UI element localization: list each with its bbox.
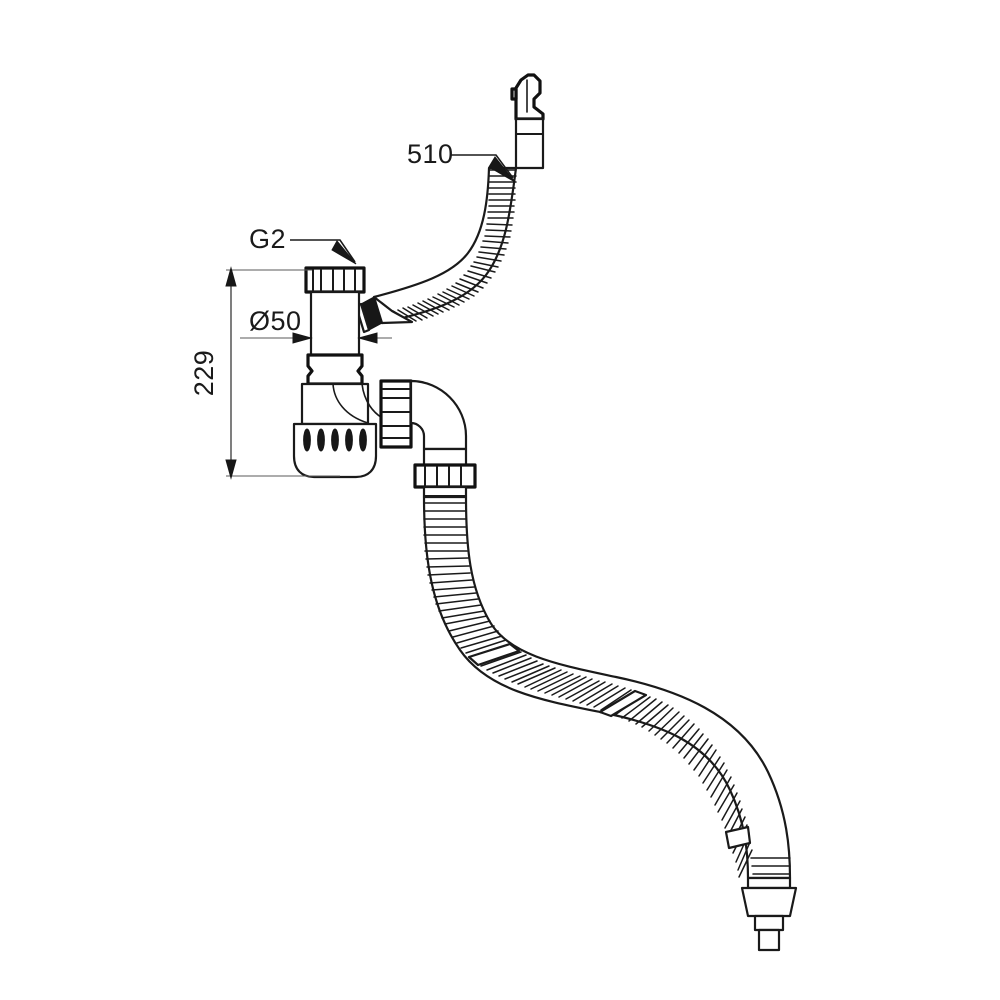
height-arrow-top: [225, 266, 237, 287]
outlet-hose-smooth-band-3: [724, 825, 752, 850]
clip-side-lug: [510, 87, 518, 101]
trap-compression-nut: [304, 266, 366, 294]
outlet-hose-smooth-band-1: [467, 642, 521, 667]
coupling-upper-collar: [422, 447, 468, 467]
elbow-inner-arc: [410, 422, 425, 450]
clip-head-outline: [514, 73, 545, 121]
trap-barrel-upper: [300, 382, 370, 426]
len510-leader-arrow: [488, 156, 516, 183]
straight-tube-body: [514, 117, 545, 170]
outlet-union-nut: [379, 379, 413, 449]
trap-inlet-tube: [309, 290, 361, 357]
union-nut-ribs: [382, 388, 410, 439]
top-clip-connector: [510, 73, 545, 121]
hose-length-label: 510: [407, 139, 454, 169]
g2-leader-arrow: [331, 240, 357, 265]
trap-inner-baffle: [332, 383, 369, 424]
nut-knurl-ribs: [312, 269, 356, 291]
diameter-arrow-left: [292, 332, 313, 344]
bottle-trap-assembly: [292, 266, 477, 499]
outlet-hose-smooth-band-2: [598, 689, 648, 718]
outlet-coupling-nut: [413, 447, 477, 499]
height-arrow-bottom: [225, 459, 237, 480]
height-dimension-label: 229: [189, 350, 219, 397]
diameter-arrow-right: [357, 332, 378, 344]
trap-strainer-slots: [303, 428, 367, 452]
pipe-diameter-dimension: Ø50: [240, 306, 392, 344]
inlet-hose-length-callout: 510: [407, 139, 516, 183]
diameter-dimension-label: Ø50: [249, 306, 302, 336]
nozzle-upper-collar: [746, 876, 792, 890]
thread-size-callout: G2: [249, 224, 357, 265]
thread-callout-label: G2: [249, 224, 286, 254]
nozzle-tip: [757, 928, 781, 952]
shoulder-ring-body: [306, 353, 364, 386]
inlet-hose-straight-tube: [514, 117, 545, 170]
trap-shoulder-ring: [306, 353, 364, 386]
nozzle-taper-skirt: [740, 886, 798, 918]
g2-leader-line: [290, 239, 356, 263]
bottom-nozzle-end: [740, 876, 798, 952]
trap-body: [292, 382, 389, 479]
outlet-corrugated-hose: [422, 495, 792, 880]
overall-height-dimension: 229: [189, 266, 340, 480]
nozzle-mid-step: [753, 914, 785, 932]
coupling-nut-ribs: [424, 466, 462, 486]
inlet-tube-body: [309, 290, 361, 357]
len510-leader-line: [451, 154, 514, 179]
